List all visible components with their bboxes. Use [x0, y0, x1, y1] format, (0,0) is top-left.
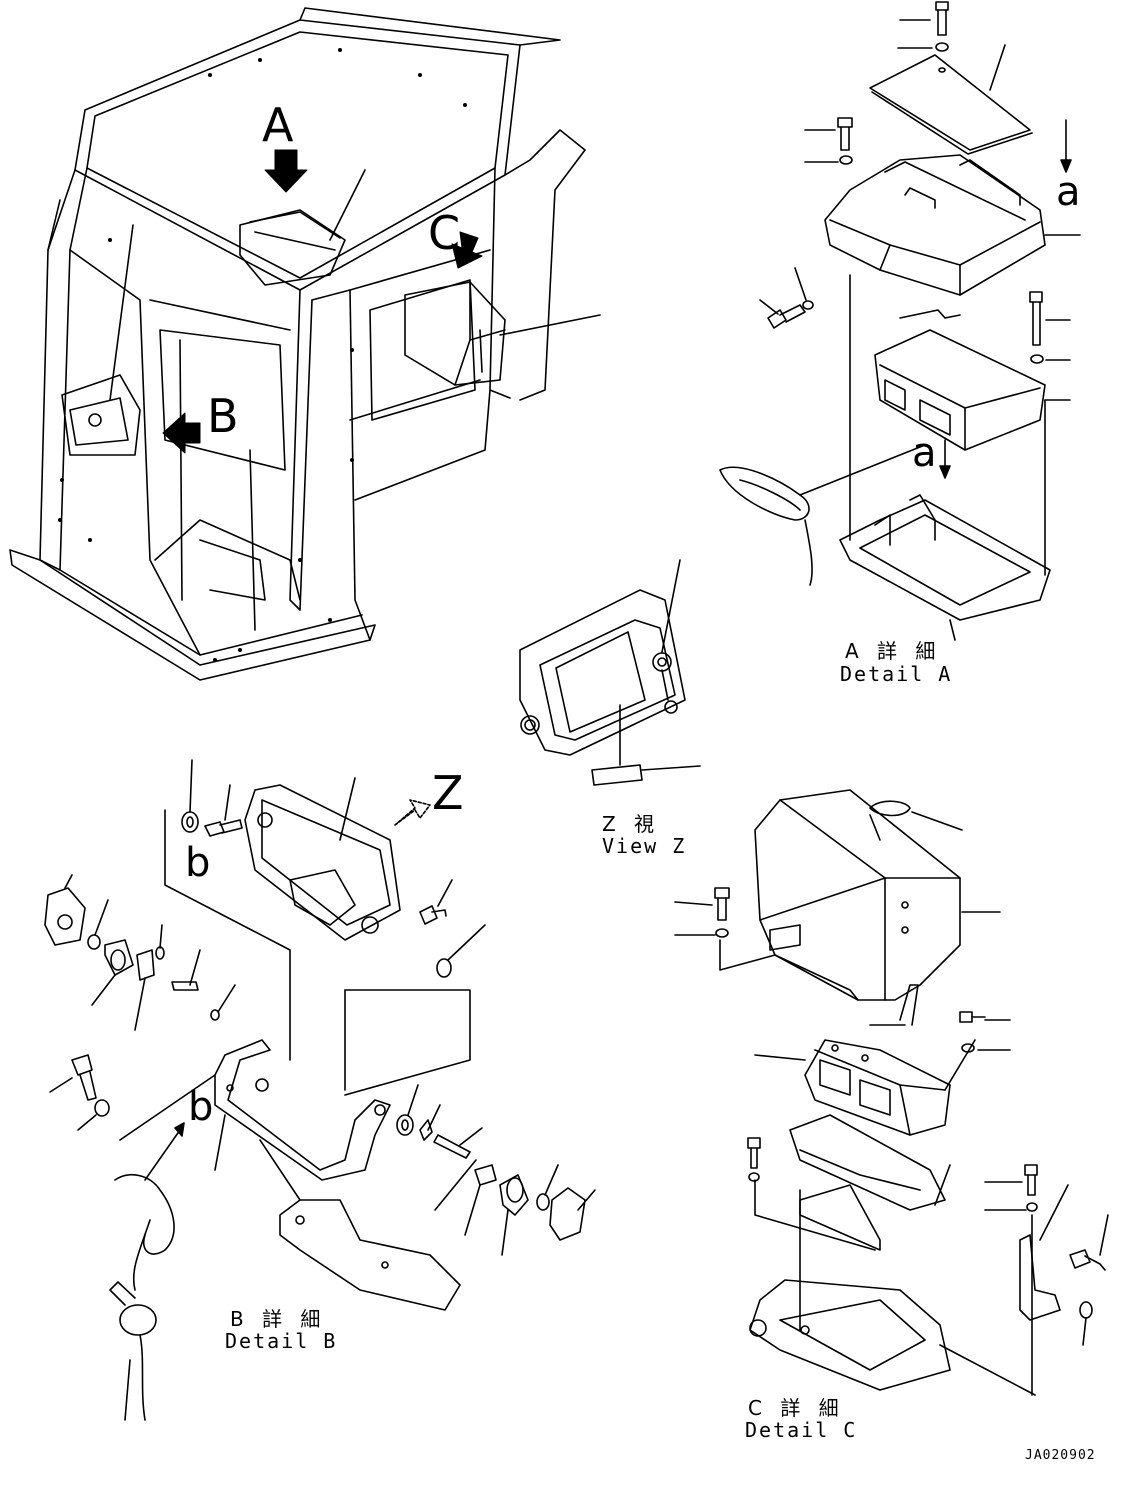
- detail-a-en-caption: Detail A: [840, 662, 953, 686]
- detail-b-assembly: [44, 759, 596, 1421]
- view-z-monitor: [519, 559, 701, 786]
- detail-a-assembly: [719, 1, 1081, 641]
- callout-lower-b-1: b: [185, 840, 211, 886]
- callout-a: A: [262, 98, 294, 152]
- callout-b: B: [207, 389, 239, 443]
- callout-lower-a-1: a: [1056, 169, 1081, 215]
- callout-lower-a-2: a: [912, 430, 937, 476]
- detail-c-jp-caption: C 詳 細: [748, 1396, 845, 1420]
- callout-z: Z: [432, 766, 464, 820]
- detail-c-en-caption: Detail C: [745, 1418, 858, 1442]
- callout-c: C: [428, 206, 461, 260]
- detail-b-jp-caption: B 詳 細: [230, 1307, 327, 1331]
- detail-b-en-caption: Detail B: [225, 1329, 338, 1353]
- callout-lower-b-2: b: [188, 1084, 214, 1130]
- cab-frame: [9, 7, 601, 681]
- view-z-en-caption: View Z: [602, 834, 687, 858]
- detail-c-assembly: [674, 789, 1109, 1396]
- drawing-code: JA020902: [1025, 1448, 1096, 1463]
- detail-a-jp-caption: A 詳 細: [845, 639, 942, 663]
- view-z-jp-caption: Z 視: [602, 812, 661, 836]
